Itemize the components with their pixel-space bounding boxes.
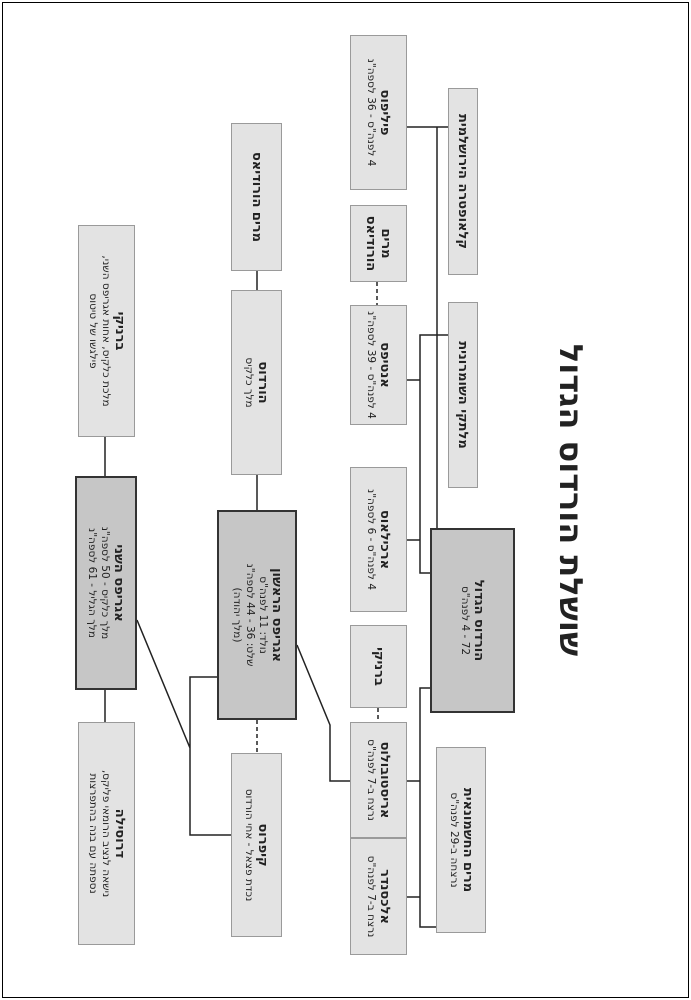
person-note-2: פילגשו של טיטוס <box>87 293 99 369</box>
person-cleopatra: קלאופטרה הירושלמית <box>448 88 478 275</box>
person-dates: 4 לפנה"ס - 6 לספה"נ <box>365 489 378 590</box>
person-dates: נרצח ב-7 לפנה"ס <box>365 739 378 821</box>
person-name: הורדוס <box>255 361 271 404</box>
person-born: נולד: 11 לפנה"ס <box>257 576 269 654</box>
person-reign: שלט: 36 - 44 לספה"נ <box>244 563 256 667</box>
person-malthace: מלתקי השומרונית <box>448 302 478 488</box>
person-name: אגריפס הראשון <box>269 568 284 662</box>
person-name: אלכסנדר <box>377 869 393 924</box>
person-berenice-elder: ברניקי <box>350 625 407 708</box>
person-dates: 4 לפנה"ס - 36 לספה"נ <box>365 58 378 167</box>
person-dates: נרצחה ב-29 לפנה"ס <box>448 792 460 888</box>
person-dates: נרצח ב-7 לפנה"ס <box>365 855 378 938</box>
person-note: נישאה לנציב הרומאי פליקס, <box>100 769 112 898</box>
person-name: ארכילאוס <box>377 509 393 570</box>
person-name: מרים החשמונאית <box>460 787 475 893</box>
person-name: קיפרוס <box>255 823 271 867</box>
person-note: מלכת כלקיס, אחות אגריפס השני, <box>100 255 112 407</box>
connector-herod-wives-trunk <box>407 126 448 528</box>
connector-agrippa1-children <box>136 619 231 836</box>
connector-malthace <box>407 334 448 574</box>
person-name: אנטיפס <box>377 342 393 388</box>
page-title: שושלת הורדוס הגדול <box>552 343 590 657</box>
person-name: מרים <box>378 228 394 259</box>
person-name: ברניקי <box>371 647 386 686</box>
person-reign-2: מלך הגליל - 61 לספה"נ <box>86 528 99 638</box>
connector-aristobulus-children <box>296 644 350 782</box>
person-note-2: נספתה עם בנה בהתפרצות <box>87 773 99 894</box>
person-name: אריסטובולוס <box>377 741 393 819</box>
person-mariamne-herodias: מרים הורודיאס <box>231 123 282 271</box>
person-name: מלתקי השומרונית <box>455 341 471 449</box>
person-name: ברניקי <box>112 311 127 351</box>
person-title: מלך כלקיס <box>243 357 256 408</box>
person-name: קלאופטרה הירושלמית <box>455 114 471 249</box>
person-dates: 4 לפנה"ס - 39 לספה"נ <box>365 311 378 419</box>
person-reign: מלך כלקיס - 50 לספה"נ <box>99 526 112 640</box>
person-title: (מלך יהודה) <box>231 587 243 643</box>
person-name-2: הורודיאס <box>363 215 379 272</box>
person-name: אגריפס השני <box>111 544 127 622</box>
person-name: מרים הורודיאס <box>249 151 264 243</box>
connector-mariamne1 <box>407 687 436 928</box>
person-name: הורדוס הגדול <box>471 579 487 662</box>
person-dates: 72 - 4 לפנה"ס <box>459 585 472 656</box>
person-name: פיליפוס <box>377 89 393 136</box>
person-name: דרוסילה <box>112 808 127 859</box>
person-note: נכדת פצאל - אחי הורדוס <box>243 788 256 902</box>
